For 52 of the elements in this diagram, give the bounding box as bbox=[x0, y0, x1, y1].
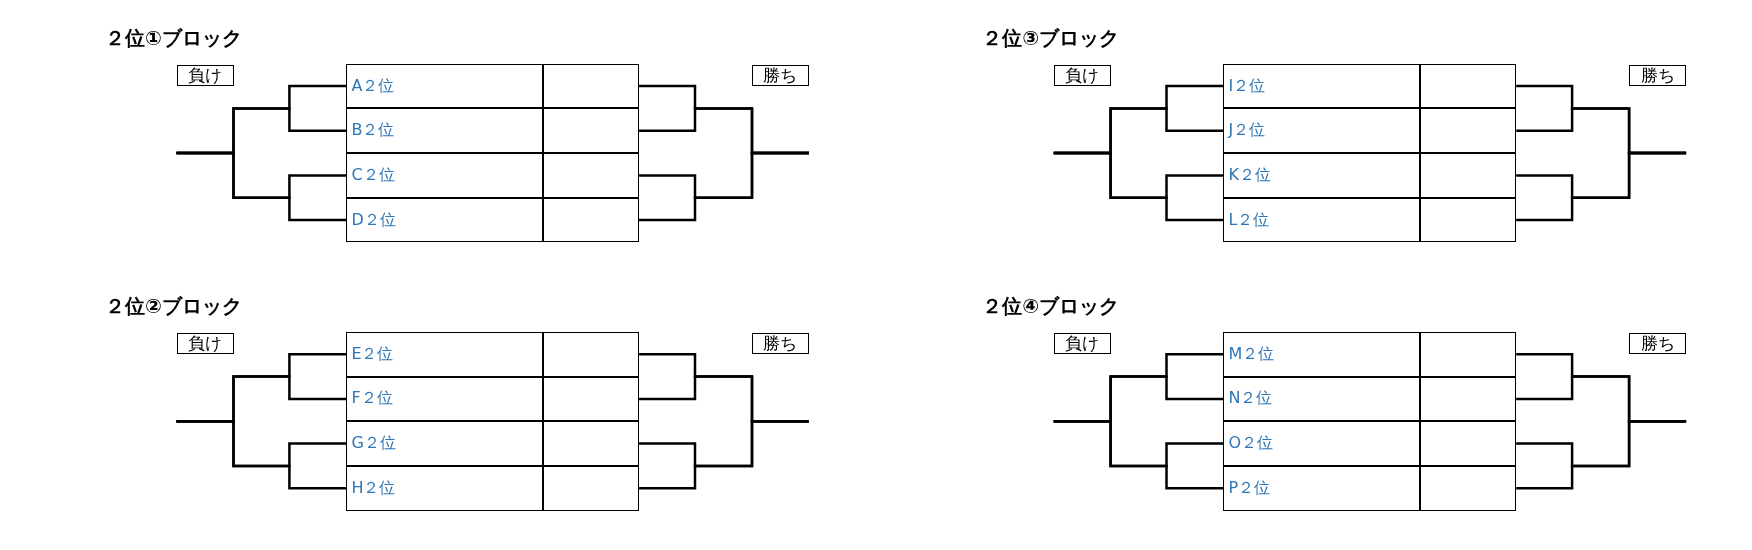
result-cell bbox=[543, 376, 640, 422]
result-cell bbox=[543, 63, 640, 109]
team-cell: M２位 bbox=[1223, 331, 1421, 377]
winner-label: 勝ち bbox=[751, 64, 809, 86]
bracket-line bbox=[1516, 151, 1687, 222]
team-cell: G２位 bbox=[346, 421, 543, 466]
bracket-line bbox=[176, 419, 347, 490]
team-cell: N２位 bbox=[1223, 376, 1421, 422]
bracket-line bbox=[1053, 419, 1224, 490]
bracket-line bbox=[639, 419, 809, 490]
team-cell: K２位 bbox=[1223, 153, 1421, 198]
team-cell: C２位 bbox=[346, 153, 543, 198]
winner-label: 勝ち bbox=[1629, 64, 1687, 86]
result-cell bbox=[543, 465, 640, 511]
loser-label: 負け bbox=[1053, 64, 1111, 86]
result-cell bbox=[543, 197, 640, 243]
bracket-line bbox=[1516, 419, 1687, 490]
result-cell bbox=[543, 153, 640, 198]
result-cell bbox=[1420, 153, 1517, 198]
team-cell: B２位 bbox=[346, 108, 543, 154]
result-cell bbox=[1420, 63, 1517, 109]
result-cell bbox=[543, 108, 640, 154]
team-cell: E２位 bbox=[346, 331, 543, 377]
result-cell bbox=[1420, 421, 1517, 466]
result-cell bbox=[1420, 331, 1517, 377]
result-cell bbox=[1420, 197, 1517, 243]
bracket-line bbox=[639, 151, 809, 222]
team-cell: P２位 bbox=[1223, 465, 1421, 511]
winner-label: 勝ち bbox=[751, 332, 809, 355]
team-cell: O２位 bbox=[1223, 421, 1421, 466]
result-cell bbox=[1420, 465, 1517, 511]
team-cell: A２位 bbox=[346, 63, 543, 109]
block-title: ２位④ブロック bbox=[982, 292, 1120, 320]
bracket-line bbox=[1053, 151, 1224, 222]
team-cell: F２位 bbox=[346, 376, 543, 422]
team-cell: J２位 bbox=[1223, 108, 1421, 154]
team-cell: L２位 bbox=[1223, 197, 1421, 243]
result-cell bbox=[543, 331, 640, 377]
block-title: ２位②ブロック bbox=[105, 292, 242, 320]
result-cell bbox=[543, 421, 640, 466]
result-cell bbox=[1420, 108, 1517, 154]
loser-label: 負け bbox=[176, 332, 234, 355]
team-cell: H２位 bbox=[346, 465, 543, 511]
result-cell bbox=[1420, 376, 1517, 422]
loser-label: 負け bbox=[176, 64, 234, 86]
team-cell: I２位 bbox=[1223, 63, 1421, 109]
loser-label: 負け bbox=[1053, 332, 1111, 355]
block-title: ２位①ブロック bbox=[105, 24, 242, 52]
block-title: ２位③ブロック bbox=[982, 24, 1120, 52]
team-cell: D２位 bbox=[346, 197, 543, 243]
bracket-line bbox=[176, 151, 347, 222]
winner-label: 勝ち bbox=[1629, 332, 1687, 355]
